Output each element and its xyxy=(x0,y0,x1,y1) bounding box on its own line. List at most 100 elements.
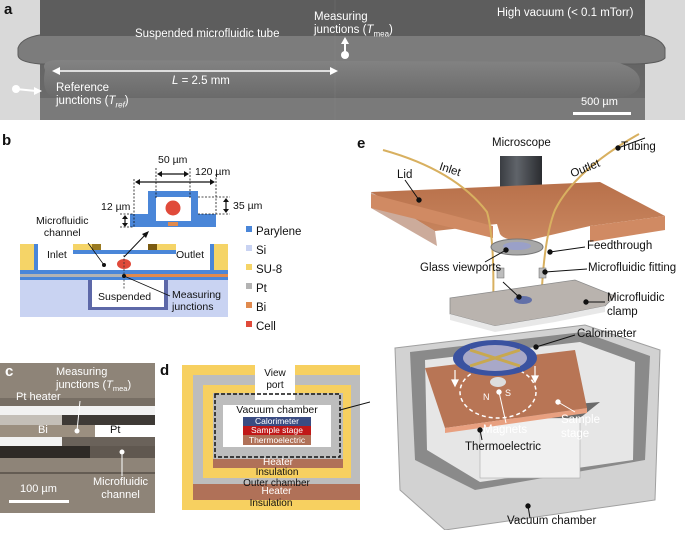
scale-bar-label-c: 100 µm xyxy=(20,483,57,495)
panel-e-exploded-view xyxy=(371,133,665,531)
label-line: View xyxy=(264,368,286,379)
label-microfluidic-channel-c: Microfluidic channel xyxy=(93,476,148,502)
legend-swatch-cell xyxy=(246,321,252,327)
label-line: clamp xyxy=(607,306,638,318)
thermoelectric-block xyxy=(479,417,581,479)
label-line: Measuring xyxy=(172,289,222,301)
panel-a: a Suspended microfluidic tube Measuring … xyxy=(0,0,685,122)
legend-item-cell: Cell xyxy=(256,321,276,333)
text: ) xyxy=(389,24,393,36)
panel-c-micrograph xyxy=(0,363,155,513)
legend-item-pt: Pt xyxy=(256,283,267,295)
panel-letter-a: a xyxy=(4,1,13,18)
text: junctions ( xyxy=(56,95,109,107)
label-calorimeter-d: Calorimeter xyxy=(255,416,299,426)
label-thermoelectric-d: Thermoelectric xyxy=(248,435,306,445)
panel-a-micrograph xyxy=(0,0,685,120)
panel-b: b 50 µm 120 µm 12 µm 35 µm Microfluidic … xyxy=(0,130,301,340)
label-line: stage xyxy=(561,428,590,440)
label-bi: Bi xyxy=(38,424,48,436)
label-inlet-b: Inlet xyxy=(47,249,67,261)
label-measuring-junctions-c: Measuring junctions (Tmea) xyxy=(56,366,131,395)
inlet-tubing xyxy=(382,149,495,311)
subscript: mea xyxy=(112,384,128,394)
label-vacuum-chamber-d: Vacuum chamber xyxy=(236,404,318,416)
label-line: Microfluidic xyxy=(36,215,89,227)
text-T: T xyxy=(106,379,113,391)
inner-heater-layer xyxy=(213,459,343,468)
legend-swatch-pt xyxy=(246,283,252,289)
label-length: L = 2.5 mm xyxy=(172,75,230,87)
legend: Parylene Si SU-8 Pt Bi Cell xyxy=(256,223,301,337)
legend-swatches xyxy=(246,226,252,327)
label-view-port: View port xyxy=(255,368,295,392)
label-outer-chamber: Outer chamber xyxy=(243,478,310,489)
legend-swatch-si xyxy=(246,245,252,251)
sample-stage-layer xyxy=(243,426,311,435)
legend-swatch-su8 xyxy=(246,264,252,270)
label-line: Microfluidic xyxy=(93,476,149,488)
legend-item-si: Si xyxy=(256,245,267,257)
legend-item-bi: Bi xyxy=(256,302,267,314)
scale-bar-label-a: 500 µm xyxy=(581,96,618,108)
label-tubing: Tubing xyxy=(621,141,656,153)
panel-c: c Measuring junctions (Tmea) Pt heater B… xyxy=(0,363,155,513)
legend-item-su8: SU-8 xyxy=(256,264,283,276)
label-lid: Lid xyxy=(397,169,413,181)
label-line: Reference xyxy=(56,82,110,94)
outer-heater-layer xyxy=(193,484,360,500)
legend-item-parylene: Parylene xyxy=(256,226,302,238)
label-line: Sample xyxy=(561,414,600,426)
label-outlet-b: Outlet xyxy=(176,249,205,261)
label-microfluidic-clamp: Microfluidic clamp xyxy=(607,291,665,319)
text-L: L xyxy=(172,75,179,87)
text: = 2.5 mm xyxy=(178,75,230,87)
zoom-region-box xyxy=(214,393,341,458)
legend-swatch-bi xyxy=(246,302,252,308)
label-microscope: Microscope xyxy=(492,137,551,149)
inset-channel-section xyxy=(120,168,230,228)
label-line: junctions (Tmea) xyxy=(56,379,131,395)
label-suspended: Suspended xyxy=(98,291,152,303)
label-measuring-junctions-a: Measuring junctions (Tmea) xyxy=(314,11,393,40)
label-thermoelectric-e: Thermoelectric xyxy=(465,441,542,453)
text-T: T xyxy=(366,24,374,36)
text: ) xyxy=(127,379,132,391)
label-line: Measuring xyxy=(314,11,368,23)
label-calorimeter-e: Calorimeter xyxy=(577,328,637,340)
device-cross-section xyxy=(20,231,228,317)
label-line: channel xyxy=(101,489,140,501)
magnets-dashed-circle xyxy=(459,365,537,419)
label-north: N xyxy=(483,392,490,402)
label-line: port xyxy=(266,380,284,391)
label-line: channel xyxy=(43,227,81,239)
panel-letter-d: d xyxy=(160,362,170,379)
label-heater-outer: Heater xyxy=(261,486,292,497)
thermoelectric-layer xyxy=(243,435,311,445)
label-insulation-inner: Insulation xyxy=(255,467,299,478)
dim-12um: 12 µm xyxy=(101,201,131,213)
subscript: ref xyxy=(115,100,125,110)
label-feedthrough: Feedthrough xyxy=(587,240,653,252)
label-measuring-junctions-b: Measuring junctions xyxy=(172,289,221,313)
text: junctions ( xyxy=(314,24,367,36)
dim-35um: 35 µm xyxy=(233,200,263,212)
label-heater-inner: Heater xyxy=(262,457,293,468)
scale-bar-a xyxy=(573,112,631,115)
label-sample-stage-e: Sample stage xyxy=(561,413,600,441)
label-pt-heater: Pt heater xyxy=(16,391,61,403)
label-microfluidic-channel-b: Microfluidic channel xyxy=(36,215,89,239)
panel-letter-b: b xyxy=(2,132,12,149)
label-high-vacuum: High vacuum (< 0.1 mTorr) xyxy=(497,7,634,19)
text: junctions ( xyxy=(56,379,107,391)
label-suspended-tube: Suspended microfluidic tube xyxy=(135,28,280,40)
label-line: junctions (Tref) xyxy=(56,95,129,111)
label-vacuum-chamber-e: Vacuum chamber xyxy=(507,515,597,527)
dim-50um: 50 µm xyxy=(158,154,188,166)
label-insulation-outer: Insulation xyxy=(249,498,293,509)
panel-e: e Microscope Tubing Lid Inlet Outlet Fee… xyxy=(355,130,685,531)
panel-b-cross-section xyxy=(20,168,252,327)
panel-letter-e: e xyxy=(357,135,366,152)
label-line: junctions (Tmea) xyxy=(314,24,393,40)
label-pt: Pt xyxy=(110,424,121,436)
